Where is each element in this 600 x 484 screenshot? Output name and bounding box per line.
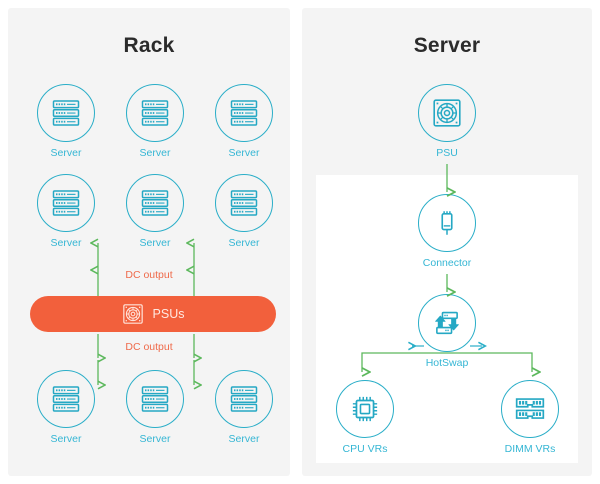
dimm-vrs-circle	[501, 380, 559, 438]
server-label: Server	[139, 237, 171, 249]
server-label: Server	[228, 433, 260, 445]
rack-server-node-9[interactable]: Server	[210, 370, 278, 445]
rack-server-node-3[interactable]: Server	[210, 84, 278, 159]
rack-server-node-7[interactable]: Server	[32, 370, 100, 445]
server-node-psu[interactable]: PSU	[413, 84, 481, 159]
server-node-hotswap[interactable]: HotSwap	[413, 294, 481, 369]
psu-fan-icon	[433, 99, 461, 127]
server-node-dimm-vrs[interactable]: DIMM VRs	[496, 380, 564, 455]
cpu-vrs-label: CPU VRs	[342, 443, 388, 455]
rack-server-node-6[interactable]: Server	[210, 174, 278, 249]
server-label: Server	[228, 237, 260, 249]
server-label: Server	[50, 237, 82, 249]
server-circle	[215, 174, 273, 232]
server-label: Server	[139, 147, 171, 159]
connector-circle	[418, 194, 476, 252]
rack-server-node-2[interactable]: Server	[121, 84, 189, 159]
server-panel: Server PSU	[302, 8, 592, 476]
hotswap-circle	[418, 294, 476, 352]
psu-circle	[418, 84, 476, 142]
dc-output-label-bottom: DC output	[125, 341, 173, 353]
connector-label: Connector	[422, 257, 472, 269]
server-circle	[37, 370, 95, 428]
server-label: Server	[50, 433, 82, 445]
server-circle	[215, 370, 273, 428]
server-rack-icon	[141, 386, 169, 412]
psu-fan-icon	[122, 304, 143, 324]
server-circle	[126, 174, 184, 232]
psu-bar-label: PSUs	[152, 307, 185, 321]
server-rack-icon	[230, 386, 258, 412]
server-rack-icon	[52, 100, 80, 126]
rack-panel-title: Rack	[123, 34, 175, 57]
rack-panel: Rack	[8, 8, 290, 476]
server-label: Server	[50, 147, 82, 159]
server-rack-icon	[230, 190, 258, 216]
rack-server-node-1[interactable]: Server	[32, 84, 100, 159]
psu-bar[interactable]: PSUs	[30, 296, 276, 332]
cpu-vrs-circle	[336, 380, 394, 438]
server-rack-icon	[52, 386, 80, 412]
rack-server-node-8[interactable]: Server	[121, 370, 189, 445]
server-rack-icon	[52, 190, 80, 216]
dc-output-label-top: DC output	[125, 269, 173, 281]
server-rack-icon	[141, 190, 169, 216]
server-circle	[37, 174, 95, 232]
hotswap-arrows-icon	[435, 311, 459, 335]
server-rack-icon	[230, 100, 258, 126]
dimm-vrs-label: DIMM VRs	[504, 443, 556, 455]
server-node-cpu-vrs[interactable]: CPU VRs	[331, 380, 399, 455]
connector-plug-icon	[441, 211, 453, 235]
psu-label: PSU	[436, 147, 458, 159]
rack-server-node-4[interactable]: Server	[32, 174, 100, 249]
rack-server-node-5[interactable]: Server	[121, 174, 189, 249]
server-circle	[37, 84, 95, 142]
server-label: Server	[228, 147, 260, 159]
hotswap-label: HotSwap	[425, 357, 469, 369]
server-circle	[126, 370, 184, 428]
dimm-memory-icon	[515, 398, 545, 419]
server-rack-icon	[141, 100, 169, 126]
server-circle	[126, 84, 184, 142]
server-node-connector[interactable]: Connector	[413, 194, 481, 269]
cpu-chip-icon	[352, 396, 378, 422]
server-label: Server	[139, 433, 171, 445]
server-circle	[215, 84, 273, 142]
server-panel-title: Server	[413, 34, 481, 57]
